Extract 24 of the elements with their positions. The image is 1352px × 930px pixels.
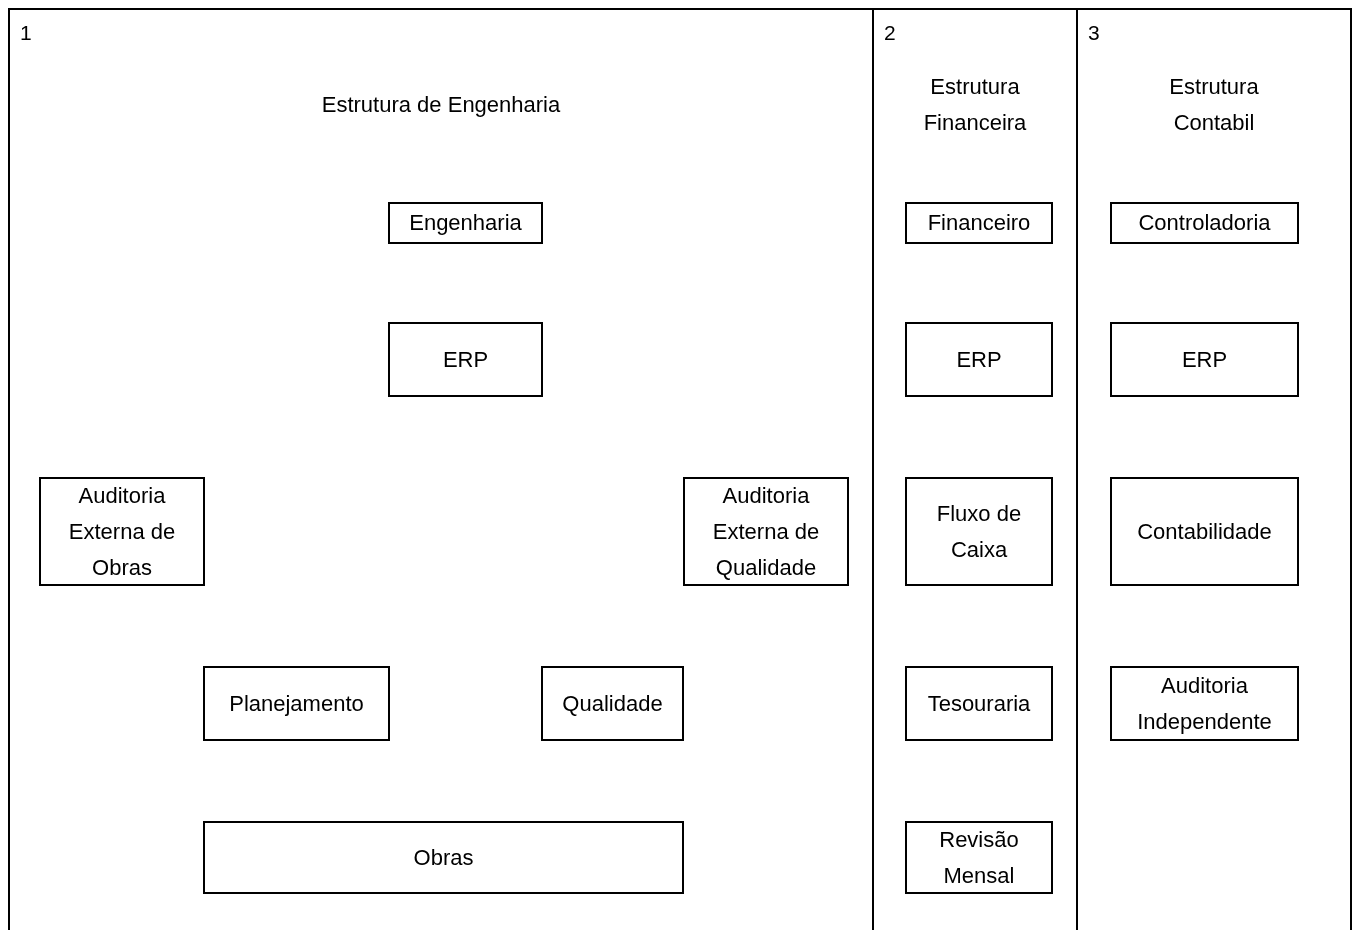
org-box: Auditoria Externa de Qualidade (683, 477, 849, 586)
org-box: Auditoria Independente (1110, 666, 1299, 741)
org-box: Tesouraria (905, 666, 1053, 741)
org-box: Contabilidade (1110, 477, 1299, 586)
column-heading: Estrutura Contabil (1168, 73, 1260, 137)
org-box: Auditoria Externa de Obras (39, 477, 205, 586)
org-box: Obras (203, 821, 684, 894)
org-box: Qualidade (541, 666, 684, 741)
column-heading: Estrutura Financeira (922, 73, 1028, 137)
org-box: ERP (1110, 322, 1299, 397)
org-box: Revisão Mensal (905, 821, 1053, 894)
org-box: Fluxo de Caixa (905, 477, 1053, 586)
column-heading: Estrutura de Engenharia (320, 91, 562, 119)
org-box: ERP (388, 322, 543, 397)
org-box: Planejamento (203, 666, 390, 741)
org-box: Financeiro (905, 202, 1053, 244)
column-number: 1 (20, 20, 32, 46)
accounting-column-panel (1076, 8, 1352, 930)
org-box: ERP (905, 322, 1053, 397)
engineering-column-panel (8, 8, 874, 930)
org-box: Controladoria (1110, 202, 1299, 244)
column-number: 3 (1088, 20, 1100, 46)
org-box: Engenharia (388, 202, 543, 244)
column-number: 2 (884, 20, 896, 46)
